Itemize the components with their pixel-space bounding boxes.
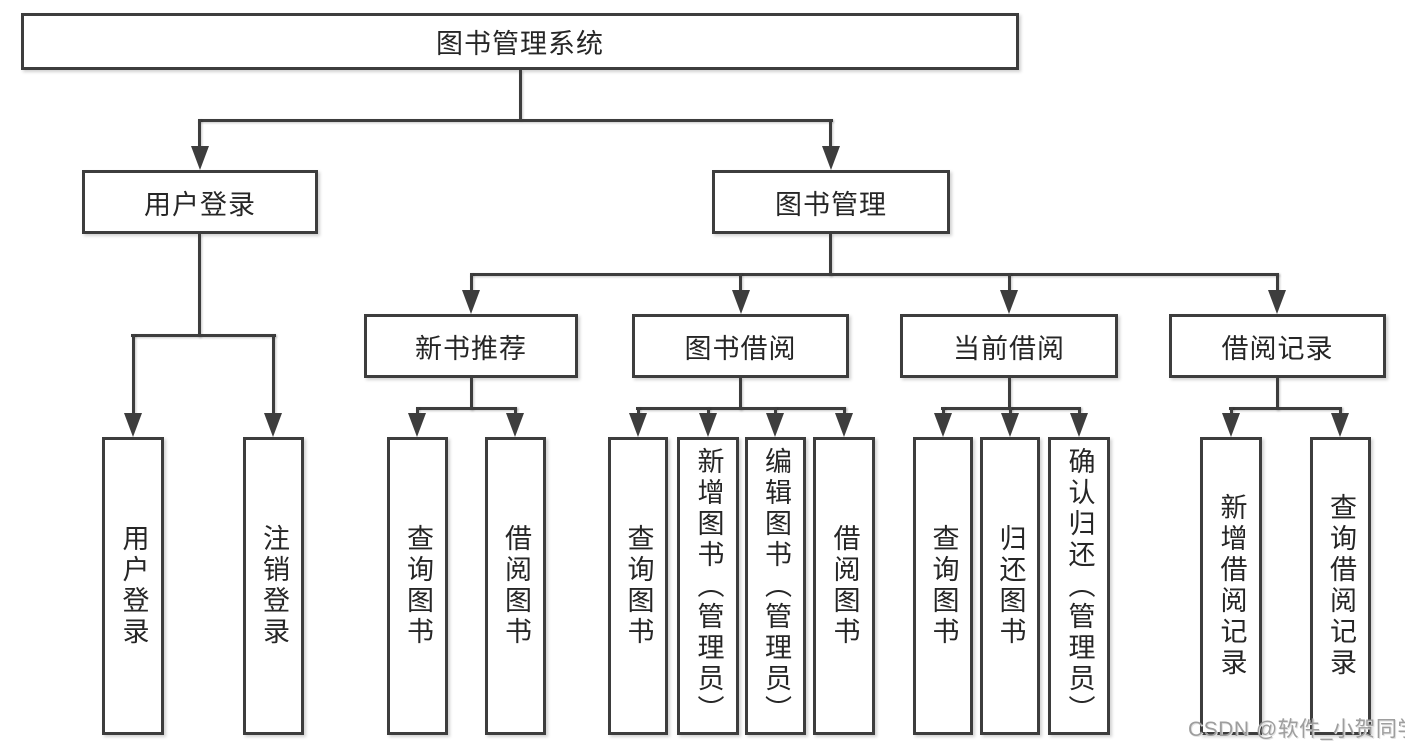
edge-newbooks-drop-2 bbox=[514, 407, 517, 416]
arrow-down-icon bbox=[408, 413, 426, 437]
edge-current-drop-2 bbox=[1009, 407, 1012, 416]
leaf-current-query-label: 查询图书 bbox=[928, 524, 959, 648]
arrow-down-icon bbox=[1222, 413, 1240, 437]
arrow-down-icon bbox=[629, 413, 647, 437]
leaf-logout-label: 注销登录 bbox=[259, 524, 289, 648]
leaf-records-add-label: 新增借阅记录 bbox=[1216, 493, 1247, 679]
leaf-records-query-label: 查询借阅记录 bbox=[1326, 493, 1356, 679]
leaf-borrow-borrow: 借阅图书 bbox=[813, 437, 875, 735]
node-book-borrow: 图书借阅 bbox=[632, 314, 849, 378]
arrow-down-icon bbox=[462, 290, 480, 314]
edge-current-stem bbox=[1008, 378, 1011, 410]
edge-userlogin-drop-1 bbox=[132, 334, 135, 416]
node-current-borrow-label: 当前借阅 bbox=[953, 333, 1065, 364]
leaf-records-query: 查询借阅记录 bbox=[1310, 437, 1371, 735]
edge-userlogin-drop-2 bbox=[272, 334, 275, 416]
edge-userlogin-bus bbox=[131, 334, 276, 337]
leaf-borrow-borrow-label: 借阅图书 bbox=[829, 524, 860, 648]
edge-borrow-stem bbox=[739, 378, 742, 410]
node-new-book-recommend-label: 新书推荐 bbox=[415, 333, 527, 364]
edge-userlogin-stem bbox=[198, 234, 201, 337]
edge-records-drop-1 bbox=[1230, 407, 1233, 416]
leaf-logout: 注销登录 bbox=[243, 437, 304, 735]
edge-newbooks-drop-1 bbox=[416, 407, 419, 416]
node-book-management: 图书管理 bbox=[712, 170, 950, 234]
edge-borrow-bus bbox=[636, 407, 846, 410]
leaf-current-return-label: 归还图书 bbox=[995, 524, 1026, 648]
edge-bookmgmt-stem bbox=[829, 234, 832, 276]
leaf-records-add: 新增借阅记录 bbox=[1200, 437, 1262, 735]
edge-current-drop-1 bbox=[942, 407, 945, 416]
arrow-down-icon bbox=[191, 146, 209, 170]
edge-bookmgmt-drop-1 bbox=[470, 273, 473, 292]
arrow-down-icon bbox=[822, 146, 840, 170]
edge-bookmgmt-drop-2 bbox=[739, 273, 742, 292]
node-borrow-records: 借阅记录 bbox=[1169, 314, 1386, 378]
leaf-newbooks-borrow: 借阅图书 bbox=[485, 437, 546, 735]
leaf-newbooks-query: 查询图书 bbox=[387, 437, 448, 735]
node-current-borrow: 当前借阅 bbox=[900, 314, 1118, 378]
edge-records-bus bbox=[1229, 407, 1342, 410]
leaf-borrow-query: 查询图书 bbox=[608, 437, 668, 735]
arrow-down-icon bbox=[835, 413, 853, 437]
node-borrow-records-label: 借阅记录 bbox=[1221, 333, 1334, 364]
csdn-watermark: CSDN @软件_小贺同学 bbox=[1188, 718, 1405, 741]
arrow-down-icon bbox=[1268, 290, 1286, 314]
leaf-newbooks-query-label: 查询图书 bbox=[403, 524, 433, 648]
edge-root-bus bbox=[198, 119, 833, 122]
arrow-down-icon bbox=[699, 413, 717, 437]
leaf-current-confirm-admin-label: 确认归还（管理员） bbox=[1064, 446, 1095, 726]
node-new-book-recommend: 新书推荐 bbox=[364, 314, 578, 378]
arrow-down-icon bbox=[264, 413, 282, 437]
leaf-user-login: 用户登录 bbox=[102, 437, 164, 735]
arrow-down-icon bbox=[124, 413, 142, 437]
leaf-borrow-add-admin: 新增图书（管理员） bbox=[677, 437, 739, 735]
edge-newbooks-bus bbox=[416, 407, 517, 410]
edge-bookmgmt-bus bbox=[470, 273, 1279, 276]
node-user-login-label: 用户登录 bbox=[144, 189, 256, 220]
node-library-system-label: 图书管理系统 bbox=[436, 29, 604, 59]
edge-borrow-drop-3 bbox=[774, 407, 777, 416]
leaf-borrow-query-label: 查询图书 bbox=[623, 524, 654, 648]
arrow-down-icon bbox=[1000, 290, 1018, 314]
node-library-system: 图书管理系统 bbox=[21, 13, 1019, 70]
node-book-borrow-label: 图书借阅 bbox=[684, 333, 797, 364]
arrow-down-icon bbox=[1331, 413, 1349, 437]
leaf-user-login-label: 用户登录 bbox=[118, 524, 149, 648]
arrow-down-icon bbox=[506, 413, 524, 437]
edge-root-drop-left bbox=[198, 119, 201, 149]
leaf-borrow-edit-admin: 编辑图书（管理员） bbox=[745, 437, 806, 735]
edge-records-drop-2 bbox=[1339, 407, 1342, 416]
arrow-down-icon bbox=[934, 413, 952, 437]
edge-bookmgmt-drop-3 bbox=[1008, 273, 1011, 292]
leaf-newbooks-borrow-label: 借阅图书 bbox=[501, 524, 531, 648]
edge-borrow-drop-1 bbox=[637, 407, 640, 416]
edge-root-drop-right bbox=[829, 119, 832, 149]
leaf-current-confirm-admin: 确认归还（管理员） bbox=[1048, 437, 1110, 735]
leaf-current-return: 归还图书 bbox=[980, 437, 1040, 735]
edge-current-drop-3 bbox=[1078, 407, 1081, 416]
arrow-down-icon bbox=[1001, 413, 1019, 437]
node-book-management-label: 图书管理 bbox=[775, 189, 887, 220]
arrow-down-icon bbox=[732, 290, 750, 314]
edge-root-stem bbox=[519, 70, 522, 120]
leaf-current-query: 查询图书 bbox=[913, 437, 973, 735]
arrow-down-icon bbox=[766, 413, 784, 437]
arrow-down-icon bbox=[1070, 413, 1088, 437]
edge-borrow-drop-2 bbox=[707, 407, 710, 416]
leaf-borrow-edit-admin-label: 编辑图书（管理员） bbox=[761, 446, 791, 726]
edge-borrow-drop-4 bbox=[843, 407, 846, 416]
leaf-borrow-add-admin-label: 新增图书（管理员） bbox=[693, 446, 724, 726]
edge-newbooks-stem bbox=[470, 378, 473, 410]
edge-bookmgmt-drop-4 bbox=[1276, 273, 1279, 292]
node-user-login: 用户登录 bbox=[82, 170, 318, 234]
edge-records-stem bbox=[1276, 378, 1279, 410]
